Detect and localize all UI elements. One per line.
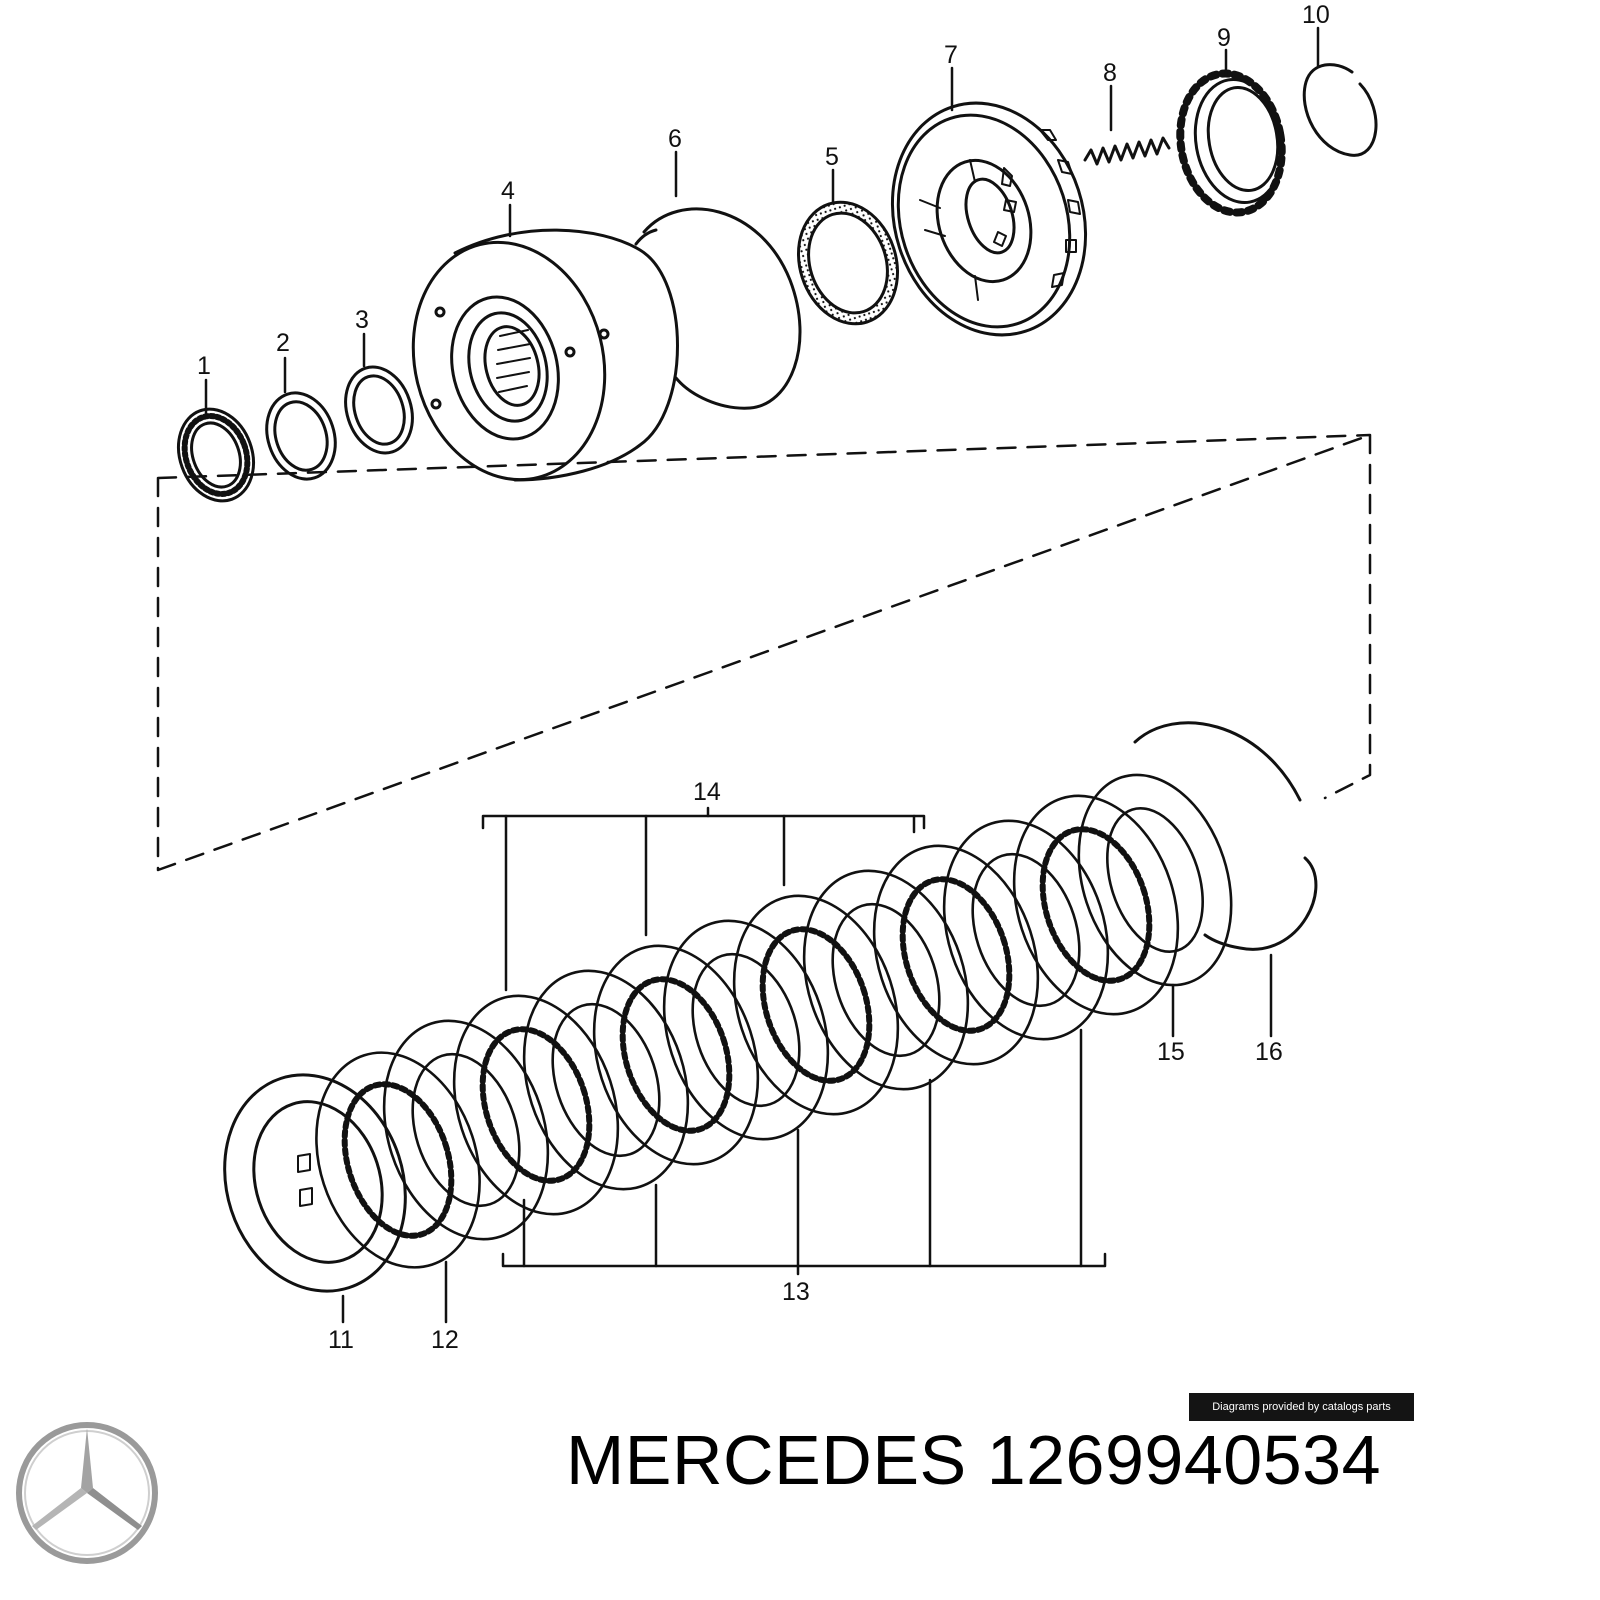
callout-6: 6 xyxy=(668,125,682,153)
part-number: 1269940534 xyxy=(986,1421,1381,1499)
callout-14: 14 xyxy=(693,778,721,806)
mercedes-star-logo-icon xyxy=(16,1422,158,1564)
part-7-piston xyxy=(890,101,1088,337)
brand-name: MERCEDES xyxy=(566,1421,967,1499)
part-2-thrust-washer xyxy=(265,391,337,481)
callout-10: 10 xyxy=(1302,1,1330,29)
callout-3: 3 xyxy=(355,306,369,334)
callout-9: 9 xyxy=(1217,24,1231,52)
part-1-needle-bearing xyxy=(177,407,255,503)
part-8-spring xyxy=(1083,136,1171,166)
callout-5: 5 xyxy=(825,143,839,171)
callout-leaders xyxy=(204,26,1320,1324)
page-title: MERCEDES 1269940534 xyxy=(566,1420,1381,1500)
part-9-spring-retainer xyxy=(1176,69,1286,217)
callout-8: 8 xyxy=(1103,59,1117,87)
bracket-13 xyxy=(501,1028,1107,1276)
callout-numbers: 1 2 3 4 5 6 7 8 9 10 11 12 13 14 15 16 xyxy=(197,1,1330,1354)
diagram-credit: Diagrams provided by catalogs parts xyxy=(1189,1393,1414,1421)
callout-12: 12 xyxy=(431,1326,459,1354)
bracket-14 xyxy=(481,806,926,992)
callout-4: 4 xyxy=(501,177,515,205)
part-11-pressure-plate xyxy=(223,1073,407,1293)
callout-13: 13 xyxy=(782,1278,810,1306)
part-4-clutch-drum xyxy=(411,228,679,482)
callout-7: 7 xyxy=(944,41,958,69)
part-3-thrust-washer xyxy=(344,365,414,455)
callout-15: 15 xyxy=(1157,1038,1185,1066)
clutch-plate-stack xyxy=(315,773,1233,1269)
callout-2: 2 xyxy=(276,329,290,357)
assembly-envelope-dashed xyxy=(156,433,1372,872)
part-5-piston-seal xyxy=(796,200,900,326)
callout-11: 11 xyxy=(328,1326,354,1354)
part-6-seal-ring xyxy=(634,207,802,410)
callout-16: 16 xyxy=(1255,1038,1283,1066)
part-16-snap-ring xyxy=(1133,721,1318,951)
callout-1: 1 xyxy=(197,352,211,380)
part-10-snap-ring xyxy=(1302,63,1378,157)
